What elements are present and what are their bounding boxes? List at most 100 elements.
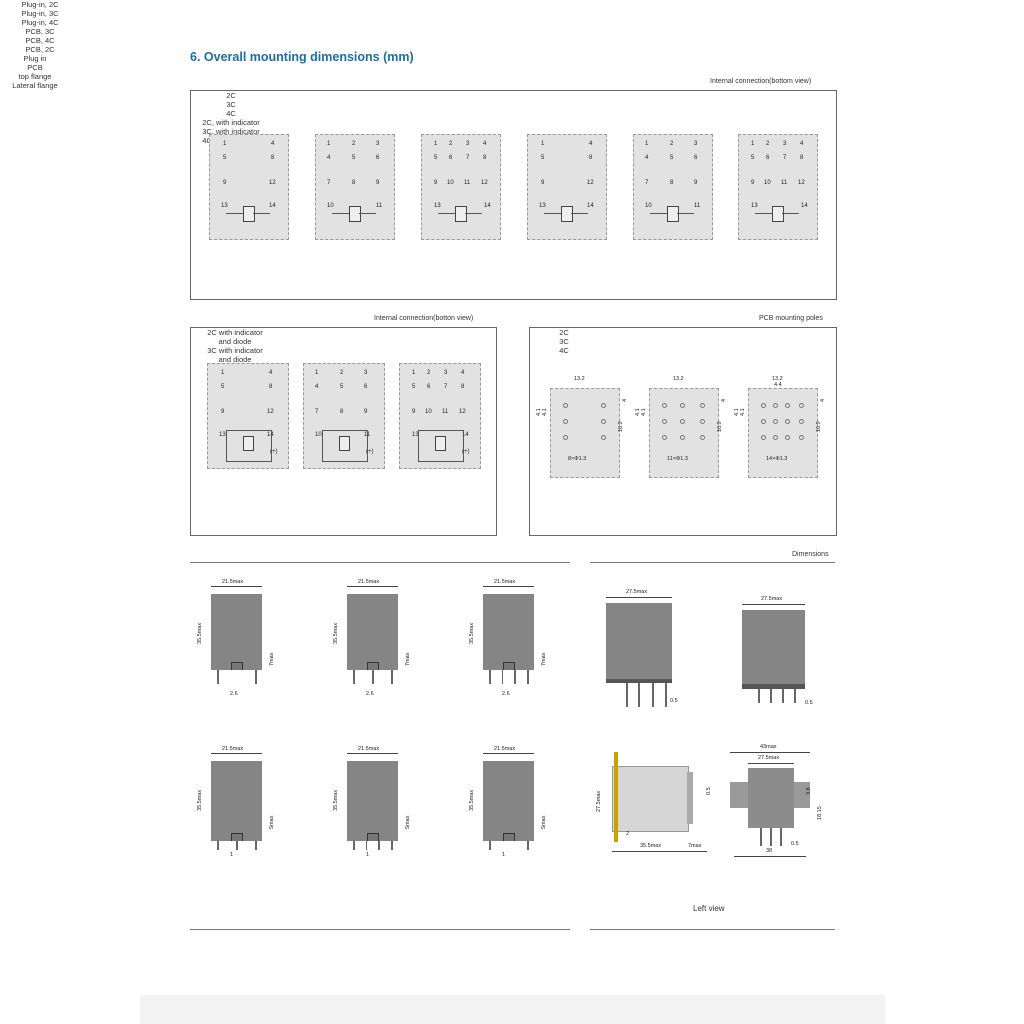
relay-pin bbox=[527, 670, 529, 684]
terminal-number: 6 bbox=[427, 384, 431, 390]
pcb-hole bbox=[761, 419, 766, 424]
pin-dimension: 0.5 bbox=[805, 700, 813, 706]
coil-symbol bbox=[339, 436, 350, 451]
terminal-number: 8 bbox=[800, 155, 804, 161]
diagram-caption: 4C bbox=[559, 346, 569, 355]
offset-dimension: 4 bbox=[820, 398, 826, 402]
pcb-hole bbox=[662, 403, 667, 408]
terminal-number: 3 bbox=[444, 370, 448, 376]
pcb-hole bbox=[773, 403, 778, 408]
terminal-number: 11 bbox=[376, 203, 383, 209]
pin-length-dimension: 7max bbox=[269, 652, 275, 666]
pin-dimension: 0.5 bbox=[670, 698, 678, 704]
dimension-line bbox=[347, 586, 398, 587]
terminal-number: 4 bbox=[645, 155, 649, 161]
dimension-line bbox=[211, 586, 262, 587]
relay-notch bbox=[503, 662, 515, 670]
width-dimension: 21.5max bbox=[358, 746, 380, 752]
pcb-hole bbox=[799, 403, 804, 408]
width-dimension: 13.2 bbox=[673, 376, 684, 382]
pitch-dimension: 4.1 bbox=[641, 408, 647, 416]
coil-wire bbox=[544, 213, 561, 214]
terminal-number: 7 bbox=[466, 155, 470, 161]
diagram-caption: and diode bbox=[218, 355, 252, 364]
dimension-line bbox=[730, 752, 810, 753]
offset-dimension: 4 bbox=[622, 398, 628, 402]
terminal-number: 6 bbox=[694, 155, 698, 161]
terminal-number: 2 bbox=[449, 141, 453, 147]
relay-pin bbox=[501, 670, 504, 684]
dimension-line bbox=[734, 856, 806, 857]
holes-dimension: 8×Φ1.3 bbox=[568, 456, 587, 462]
width-dimension: 21.5max bbox=[494, 746, 516, 752]
relay-notch bbox=[231, 662, 243, 670]
terminal-number: 3 bbox=[783, 141, 787, 147]
pcb-hole bbox=[785, 419, 790, 424]
terminal-number: 4 bbox=[483, 141, 487, 147]
terminal-number: 13 bbox=[219, 432, 226, 438]
terminal-number: 2 bbox=[427, 370, 431, 376]
bottom-strip bbox=[140, 995, 885, 1024]
diagram-caption: 4C bbox=[226, 109, 236, 118]
terminal-number: 13 bbox=[751, 203, 758, 209]
divider-right-bottom bbox=[590, 929, 835, 930]
height-dimension: 35.5max bbox=[469, 622, 475, 644]
flange-plate bbox=[614, 752, 618, 842]
relay-body-side bbox=[612, 766, 689, 832]
relay-pin bbox=[255, 670, 257, 684]
terminal-number: 9 bbox=[751, 180, 755, 186]
pcb-hole bbox=[680, 403, 685, 408]
relay-body bbox=[211, 761, 262, 841]
terminal-number: 8 bbox=[271, 155, 275, 161]
terminal-number: 5 bbox=[223, 155, 227, 161]
relay-pin bbox=[372, 670, 374, 684]
width-dimension: 27.5max bbox=[626, 589, 648, 595]
diagram-caption: 2C bbox=[559, 328, 569, 337]
relay-pin bbox=[770, 828, 772, 846]
dimension-line bbox=[211, 753, 262, 754]
terminal-number: 9 bbox=[223, 180, 227, 186]
pcb-hole bbox=[662, 435, 667, 440]
terminal-number: 5 bbox=[541, 155, 545, 161]
length-dimension: 35.5max bbox=[640, 843, 662, 849]
holes-dimension: 11×Φ1.3 bbox=[667, 456, 688, 462]
terminal-number: 2 bbox=[340, 370, 344, 376]
terminal-number: 2 bbox=[766, 141, 770, 147]
width-dimension: 13.2 bbox=[772, 376, 783, 382]
terminal-number: 10 bbox=[764, 180, 771, 186]
coil-symbol bbox=[243, 436, 254, 451]
relay-base bbox=[606, 679, 672, 683]
width-dimension: 21.5max bbox=[494, 579, 516, 585]
terminal-number: 5 bbox=[412, 384, 416, 390]
relay-pin bbox=[489, 841, 491, 850]
terminal-number: 11 bbox=[442, 409, 449, 415]
section1-label: Internal connection(bottom view) bbox=[710, 78, 812, 85]
pin-length-dimension: 7max bbox=[541, 652, 547, 666]
terminal-number: 4 bbox=[327, 155, 331, 161]
coil-symbol bbox=[561, 206, 573, 222]
pcb-hole bbox=[700, 419, 705, 424]
diagram-caption: 3C with indicator bbox=[207, 346, 263, 355]
terminal-number: 12 bbox=[481, 180, 488, 186]
diagram-caption: 3C bbox=[559, 337, 569, 346]
pcb-hole bbox=[799, 419, 804, 424]
section2-label: Internal connection(botton view) bbox=[374, 315, 474, 322]
terminal-number: 3 bbox=[364, 370, 368, 376]
height-dimension: 35.5max bbox=[197, 622, 203, 644]
relay-caption: Plug in bbox=[23, 54, 47, 63]
terminal-number: 7 bbox=[645, 180, 649, 186]
terminal-number: 4 bbox=[271, 141, 275, 147]
terminal-number: 9 bbox=[694, 180, 698, 186]
relay-body bbox=[606, 603, 672, 679]
relay-notch bbox=[367, 833, 379, 841]
relay-pin bbox=[236, 841, 238, 850]
pcb-hole bbox=[799, 435, 804, 440]
terminal-number: 10 bbox=[425, 409, 432, 415]
terminal-number: 6 bbox=[376, 155, 380, 161]
relay-pin bbox=[514, 670, 516, 684]
relay-body bbox=[347, 594, 398, 670]
relay-caption: PCB, 2C bbox=[25, 45, 55, 54]
terminal-number: 12 bbox=[459, 409, 466, 415]
